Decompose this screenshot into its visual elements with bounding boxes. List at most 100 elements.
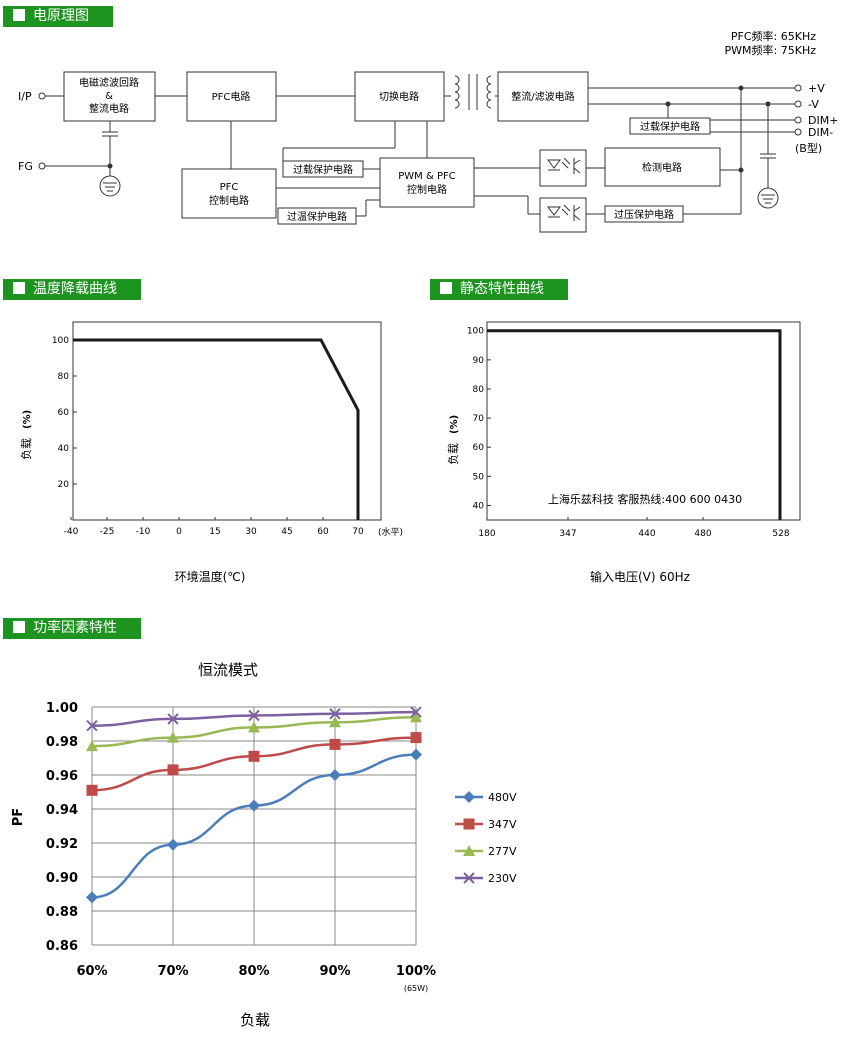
y-tick-label: 0.86	[46, 939, 78, 954]
y-axis-label: 负载	[19, 438, 33, 460]
dim-pos-terminal	[794, 116, 802, 124]
legend-label: 277V	[488, 845, 517, 858]
y-tick-label: 60	[58, 408, 70, 418]
square-icon	[13, 621, 25, 633]
x-tick-label: 480	[694, 529, 711, 539]
fg-label: FG	[18, 160, 33, 173]
x-tick-label: 100%	[396, 964, 436, 979]
data-point	[410, 732, 422, 744]
series-347V	[86, 732, 422, 796]
section-header-derating: 温度降载曲线	[3, 279, 141, 300]
legend-label: 347V	[488, 818, 517, 831]
data-point	[248, 721, 260, 733]
legend-label: 230V	[488, 872, 517, 885]
legend-item: 480V	[455, 791, 517, 804]
data-point	[248, 709, 260, 722]
freq-pwm-text: PWM频率: 75KHz	[725, 43, 817, 57]
y-tick-label: 0.96	[46, 769, 78, 784]
pf-title: 恒流模式	[198, 661, 258, 679]
x-tick-label: 30	[245, 527, 257, 537]
y-tick-label: 0.88	[46, 905, 78, 920]
x-tick-label: 528	[772, 529, 789, 539]
svg-text:+V: +V	[808, 82, 825, 95]
svg-text:检测电路: 检测电路	[642, 161, 682, 174]
legend-item: 277V	[455, 845, 517, 858]
y-tick-label: 40	[473, 501, 485, 511]
watermark-text: 上海乐兹科技 客服热线:400 600 0430	[548, 492, 742, 506]
x-tick-label: -40	[64, 527, 79, 537]
x-tick-label: -10	[136, 527, 151, 537]
block-detect	[604, 147, 721, 187]
x-tick-label: 60%	[76, 964, 107, 979]
x-tick-label: 90%	[319, 964, 350, 979]
data-point	[463, 872, 475, 884]
svg-text:切换电路: 切换电路	[379, 90, 419, 103]
schematic-diagram: PFC频率: 65KHz PWM频率: 75KHz I/P FG 电磁滤波回路 …	[0, 28, 849, 247]
svg-text:控制电路: 控制电路	[209, 194, 249, 207]
x-tick-label: -25	[100, 527, 115, 537]
x-tick-label: 70%	[157, 964, 188, 979]
data-point	[463, 818, 475, 830]
ground-icon	[757, 187, 779, 209]
square-icon	[13, 9, 25, 21]
x-axis-label: 环境温度(℃)	[175, 569, 246, 584]
block-rectifier	[497, 71, 589, 122]
data-point	[86, 784, 98, 796]
svg-text:过载保护电路: 过载保护电路	[293, 163, 353, 176]
x-tick-label: 60	[317, 527, 329, 537]
block-pfc-control	[181, 168, 277, 219]
data-point	[86, 719, 98, 732]
block-pwm-control	[379, 157, 475, 208]
svg-text:整流电路: 整流电路	[89, 102, 129, 115]
y-tick-label: 0.98	[46, 735, 78, 750]
x-tick-label: 0	[176, 527, 182, 537]
y-tick-label: 100	[467, 327, 484, 337]
y-tick-label: 60	[473, 443, 485, 453]
schematic-svg: PFC频率: 65KHz PWM频率: 75KHz I/P FG 电磁滤波回路 …	[18, 29, 838, 233]
data-point	[86, 740, 98, 752]
y-tick-label: 0.90	[46, 871, 78, 886]
block-emi	[63, 71, 156, 122]
square-icon	[440, 282, 452, 294]
legend-label: 480V	[488, 791, 517, 804]
svg-text:&: &	[105, 91, 113, 102]
block-overload-dim	[629, 117, 711, 135]
series-480V	[86, 748, 422, 904]
out-pos-terminal	[794, 84, 802, 92]
y-tick-label: 20	[58, 480, 70, 490]
plot-frame	[72, 321, 382, 521]
svg-text:过压保护电路: 过压保护电路	[614, 208, 674, 221]
static-curve	[487, 329, 782, 520]
y-axis-label: PF	[11, 808, 26, 826]
x-axis-label: 负载	[240, 1011, 270, 1029]
data-point	[329, 738, 341, 750]
freq-pfc-text: PFC频率: 65KHz	[731, 29, 816, 43]
svg-text:过载保护电路: 过载保护电路	[640, 120, 700, 133]
data-point	[329, 769, 341, 781]
ip-terminal	[38, 92, 46, 100]
y-tick-label: 40	[58, 444, 70, 454]
data-point	[248, 799, 260, 812]
y-tick-label: 80	[473, 385, 485, 395]
x-tick-label: 45	[281, 527, 292, 537]
y-tick-label: 0.92	[46, 837, 78, 852]
x-axis-note: (65W)	[404, 984, 428, 993]
data-point	[463, 845, 475, 856]
legend-item: 230V	[455, 872, 517, 885]
y-tick-label: 0.94	[46, 803, 78, 818]
data-point	[463, 791, 475, 803]
section-header-pf: 功率因素特性	[3, 618, 141, 639]
dim-neg-terminal	[794, 128, 802, 136]
data-point	[167, 764, 179, 776]
svg-text:PFC电路: PFC电路	[212, 90, 251, 103]
svg-text:(B型): (B型)	[795, 141, 822, 155]
x-tick-label: 347	[559, 529, 576, 539]
y-axis-label: 负载	[446, 443, 460, 465]
svg-text:DIM-: DIM-	[808, 126, 833, 139]
ground-icon	[99, 175, 121, 197]
x-axis-label: 输入电压(V) 60Hz	[590, 569, 690, 584]
data-point	[410, 706, 422, 718]
data-point	[410, 748, 422, 761]
